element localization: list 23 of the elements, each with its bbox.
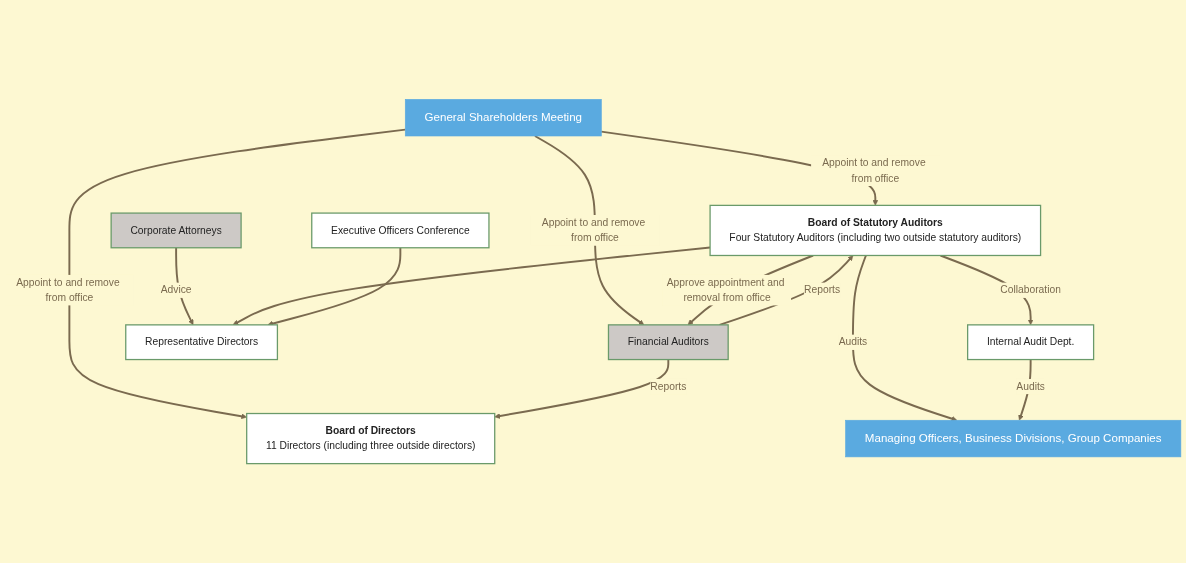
edge-label: Appoint to and remove from office	[16, 276, 120, 304]
edge-label: Appoint to and remove from office	[541, 216, 646, 244]
node-box: Executive Officers Conference	[311, 212, 490, 249]
arrow	[68, 128, 407, 420]
node-box: Corporate Attorneys	[110, 212, 242, 249]
edge-label: Approve appointment and removal from office	[666, 276, 785, 304]
arrow	[851, 254, 958, 422]
edge-label: Audits	[838, 336, 868, 348]
edge-label: Reports	[804, 284, 841, 296]
node-box: Managing Officers, Business Divisions, Group Companies	[845, 419, 1182, 458]
node-box: Board of Statutory Auditors Four Statutory Auditors (including two outside statutory auditors)	[709, 204, 1042, 257]
node-box: General Shareholders Meeting	[404, 99, 602, 137]
edge-label: Advice	[160, 284, 192, 296]
arrow	[267, 246, 402, 327]
node-box: Representative Directors	[125, 324, 279, 361]
edge-label: Collaboration	[1000, 284, 1061, 296]
edge-label: Reports	[650, 380, 687, 392]
edge-label: Audits	[1016, 380, 1045, 392]
arrow	[494, 358, 670, 419]
node-box: Internal Audit Dept.	[967, 324, 1095, 361]
node-box: Financial Auditors	[607, 324, 729, 361]
node-box: Board of Directors 11 Directors (including three outside directors)	[246, 412, 496, 465]
edge-label: Appoint to and remove from office	[822, 157, 926, 184]
